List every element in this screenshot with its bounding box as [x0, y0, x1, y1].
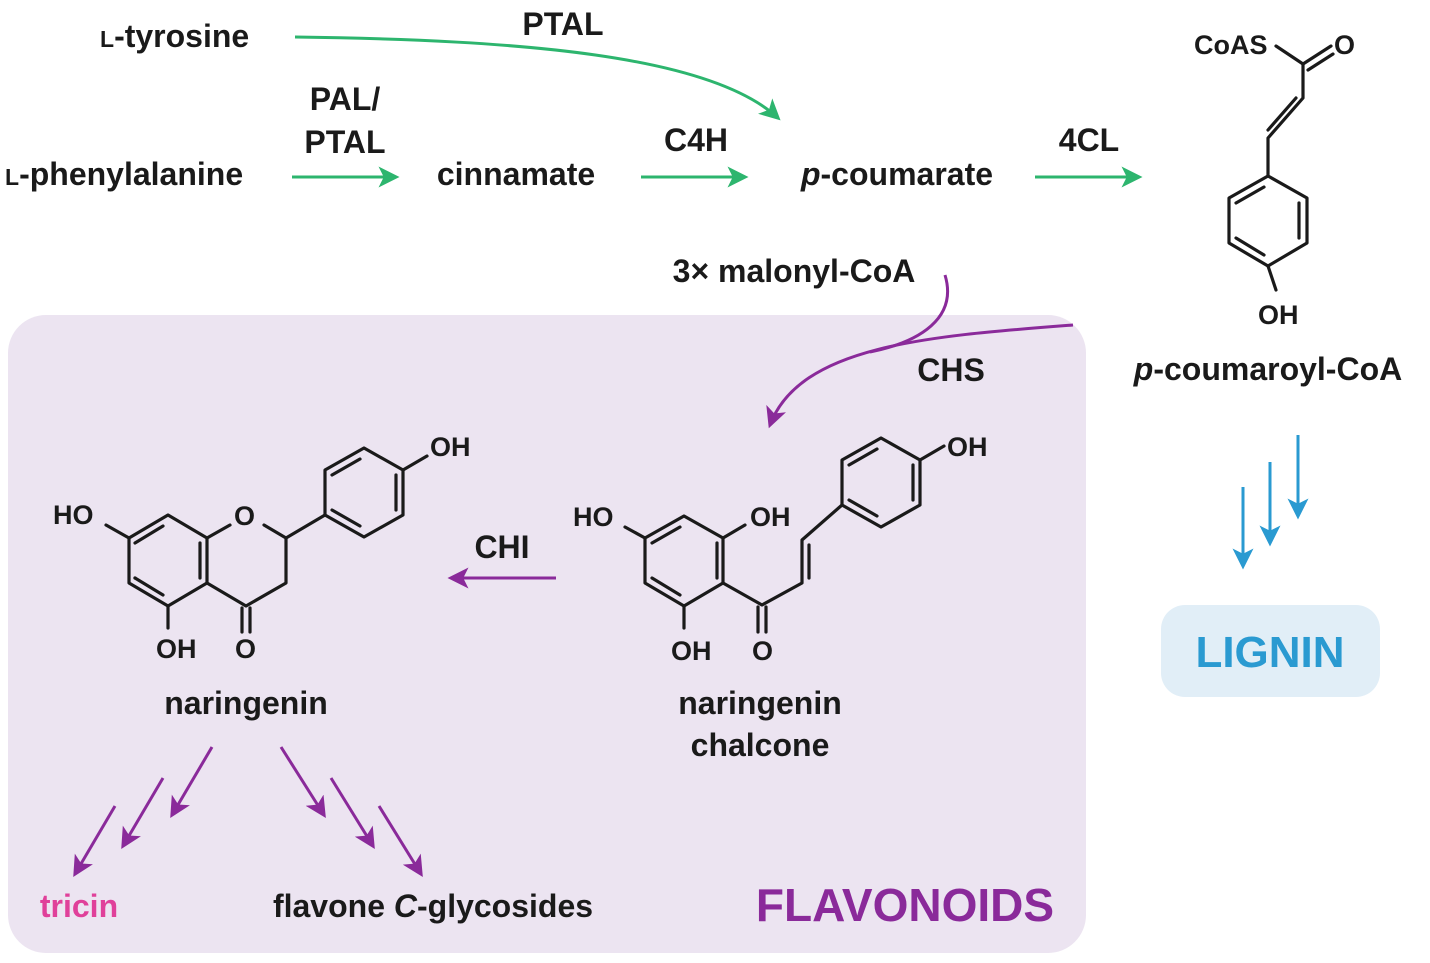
- naringenin-chalcone-structure: HO OH OH O OH: [573, 432, 988, 666]
- naringenin-chalcone-line1-label: naringenin: [678, 685, 842, 721]
- tricin-label: tricin: [40, 888, 118, 924]
- glycoside-arrow-1: [279, 746, 326, 818]
- chalcone-oh-bottom-atom-label: OH: [671, 636, 712, 666]
- coumaroyl-oh-atom-label: OH: [1258, 300, 1299, 330]
- glycoside-arrow-3: [377, 805, 423, 877]
- ptal-label: PTAL: [304, 124, 385, 160]
- flavone-c-glycosides-label: flavone C-glycosides: [273, 888, 593, 924]
- ptal-enzyme-label: PTAL: [522, 6, 603, 42]
- chs-arrow: [766, 323, 1074, 429]
- lignin-panel: [1161, 605, 1380, 697]
- tricin-arrow-1: [170, 746, 214, 819]
- tricin-arrow-2: [121, 777, 165, 850]
- naringenin-structure: HO OH O O OH: [53, 432, 471, 664]
- cinnamate-label: cinnamate: [437, 156, 595, 192]
- p-coumarate-label: p-coumarate: [800, 156, 993, 192]
- chalcone-b-ring-oh-atom-label: OH: [947, 432, 988, 462]
- naringenin-ring-o-atom-label: O: [234, 501, 255, 531]
- naringenin-oh-bottom-atom-label: OH: [156, 634, 197, 664]
- naringenin-ho-atom-label: HO: [53, 500, 94, 530]
- p-coumaroyl-coa-label: p-coumaroyl-CoA: [1133, 351, 1402, 387]
- c4h-enzyme-label: C4H: [664, 122, 728, 158]
- chs-enzyme-label: CHS: [917, 352, 985, 388]
- chalcone-carbonyl-o-atom-label: O: [752, 636, 773, 666]
- 4cl-enzyme-label: 4CL: [1059, 122, 1119, 158]
- carbonyl-o-atom-label: O: [1334, 30, 1355, 60]
- coas-atom-label: CoAS: [1194, 30, 1268, 60]
- naringenin-b-ring-oh-atom-label: OH: [430, 432, 471, 462]
- lignin-label: LIGNIN: [1195, 628, 1344, 677]
- naringenin-label: naringenin: [164, 685, 328, 721]
- chalcone-ho-atom-label: HO: [573, 502, 614, 532]
- flavonoids-label: FLAVONOIDS: [756, 879, 1054, 931]
- p-coumaroyl-coa-structure: CoAS O OH: [1194, 30, 1355, 330]
- flavonoids-panel: [8, 315, 1086, 953]
- naringenin-carbonyl-o-atom-label: O: [235, 634, 256, 664]
- tricin-arrow-3: [73, 805, 117, 878]
- chalcone-oh-top-atom-label: OH: [750, 502, 791, 532]
- malonyl-coa-label: 3× malonyl-CoA: [673, 253, 916, 289]
- chi-enzyme-label: CHI: [474, 529, 529, 565]
- l-phenylalanine-label: L-phenylalanine: [5, 156, 243, 192]
- pal-label: PAL/: [310, 81, 381, 117]
- l-tyrosine-label: L-tyrosine: [100, 18, 249, 54]
- glycoside-arrow-2: [329, 777, 375, 849]
- tyrosine-to-coumarate-arrow: [294, 35, 781, 121]
- naringenin-chalcone-line2-label: chalcone: [691, 727, 830, 763]
